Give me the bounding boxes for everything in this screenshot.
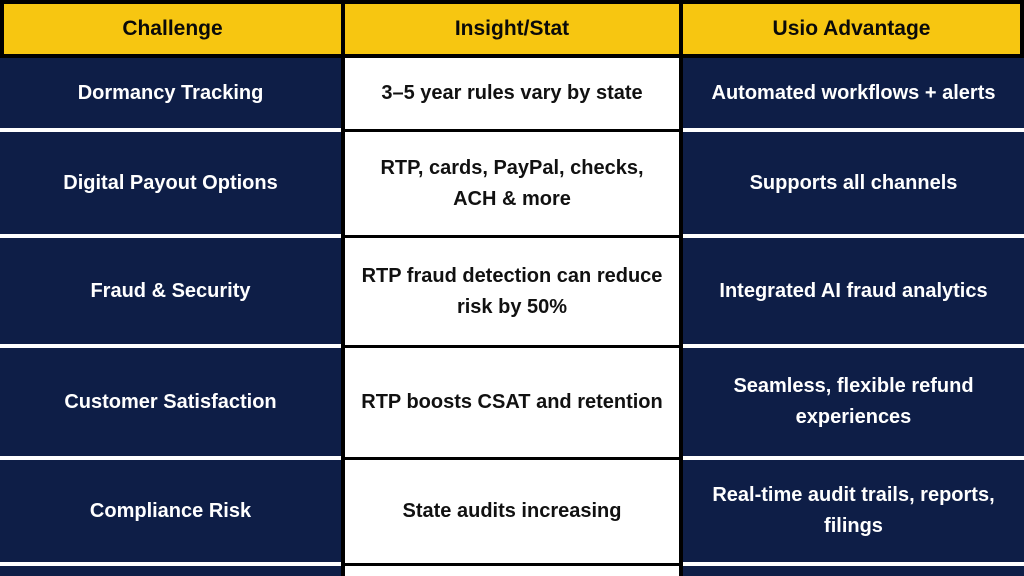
insight-cell: RTP fraud detection can reduce risk by 5…	[341, 238, 683, 348]
insight-cell: RTP boosts CSAT and retention	[341, 348, 683, 460]
table-row-cutoff	[0, 566, 1024, 576]
challenge-cell: Fraud & Security	[0, 238, 341, 348]
insight-cell: 3–5 year rules vary by state	[341, 58, 683, 132]
table-row: Customer Satisfaction RTP boosts CSAT an…	[0, 348, 1024, 460]
column-header-challenge: Challenge	[0, 0, 341, 58]
table-header-row: Challenge Insight/Stat Usio Advantage	[0, 0, 1024, 58]
insight-cell: RTP, cards, PayPal, checks, ACH & more	[341, 132, 683, 238]
advantage-cell: Automated workflows + alerts	[683, 58, 1024, 132]
insight-cell: State audits increasing	[341, 460, 683, 566]
table-row: Dormancy Tracking 3–5 year rules vary by…	[0, 58, 1024, 132]
advantage-cell: Seamless, flexible refund experiences	[683, 348, 1024, 460]
challenge-cell: Dormancy Tracking	[0, 58, 341, 132]
challenge-cell: Compliance Risk	[0, 460, 341, 566]
challenge-cell	[0, 566, 341, 576]
table-row: Digital Payout Options RTP, cards, PayPa…	[0, 132, 1024, 238]
insight-cell	[341, 566, 683, 576]
challenge-cell: Digital Payout Options	[0, 132, 341, 238]
advantage-cell: Supports all channels	[683, 132, 1024, 238]
advantage-cell	[683, 566, 1024, 576]
table-row: Fraud & Security RTP fraud detection can…	[0, 238, 1024, 348]
column-header-usio-advantage: Usio Advantage	[683, 0, 1024, 58]
challenge-cell: Customer Satisfaction	[0, 348, 341, 460]
advantage-cell: Real-time audit trails, reports, filings	[683, 460, 1024, 566]
advantage-cell: Integrated AI fraud analytics	[683, 238, 1024, 348]
table-row: Compliance Risk State audits increasing …	[0, 460, 1024, 566]
column-header-insight-stat: Insight/Stat	[341, 0, 683, 58]
